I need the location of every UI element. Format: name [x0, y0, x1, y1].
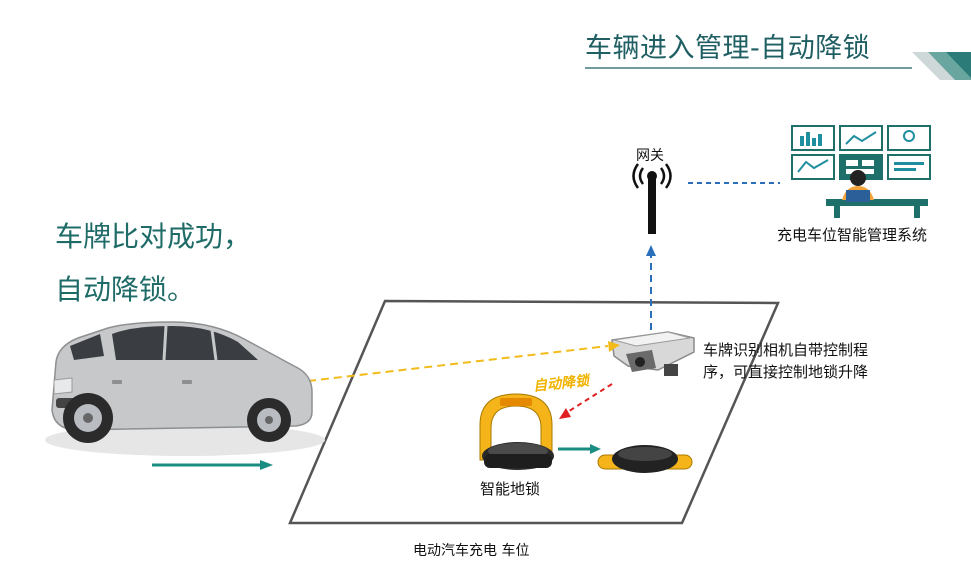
message-line-1: 车牌比对成功，	[55, 220, 252, 253]
lpr-camera-icon	[611, 331, 695, 376]
gateway-label: 网关	[636, 148, 664, 164]
camera-label-line-1: 车牌识别相机自带控制程	[703, 341, 869, 359]
gateway-antenna-icon	[632, 163, 672, 234]
page-title: 车辆进入管理-自动降锁	[585, 33, 871, 64]
capture-line	[307, 345, 609, 382]
uplink-arrowhead	[646, 245, 656, 256]
capture-arrowhead	[608, 341, 620, 352]
management-workstation-icon	[791, 125, 931, 218]
smart-lock-label: 智能地锁	[480, 480, 541, 498]
parking-bay	[288, 299, 780, 525]
parking-lock-raised-icon	[479, 393, 554, 470]
transition-arrowhead	[590, 444, 601, 454]
parking-lock-lowered-icon	[597, 445, 693, 473]
corner-accent-icon	[912, 52, 971, 80]
camera-label-line-2: 序，可直接控制地锁升降	[703, 363, 869, 381]
parking-bay-label: 电动汽车充电 车位	[413, 543, 530, 559]
car-motion-arrowhead	[260, 460, 273, 470]
lock-command-arrowhead	[559, 408, 571, 419]
management-system-label: 充电车位智能管理系统	[777, 226, 928, 244]
message-line-2: 自动降锁。	[55, 273, 196, 306]
lock-command-line	[565, 383, 613, 414]
car-icon	[45, 321, 325, 456]
